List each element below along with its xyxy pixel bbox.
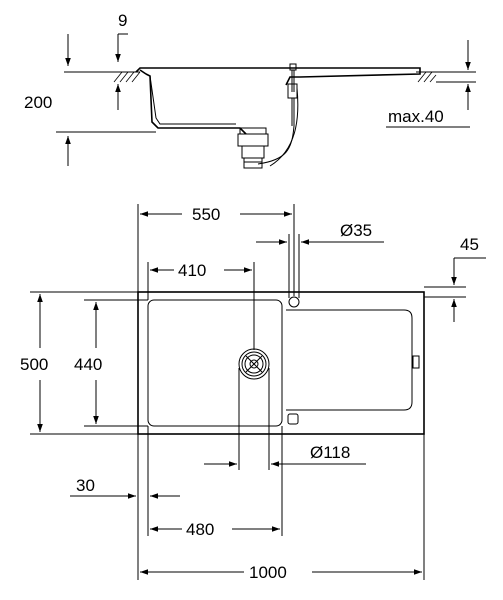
dim-waste-dia: Ø118 [310, 443, 350, 462]
dim-overall-width: 1000 [249, 563, 287, 582]
plan-view: 550 Ø35 45 410 500 440 [20, 204, 486, 582]
sink-outline [137, 291, 425, 435]
dim-max-counter: max.40 [388, 107, 444, 126]
waste-outlet [238, 348, 270, 380]
overflow [287, 413, 299, 425]
dim-tap-from-back: 45 [460, 235, 479, 254]
side-view: 9 200 max.40 [24, 11, 476, 169]
dim-bowl-centre: 550 [192, 205, 220, 224]
bowl-outline [147, 299, 283, 427]
dim-overall-depth: 500 [20, 355, 48, 374]
dim-rim-thickness: 9 [118, 11, 127, 30]
drainer-outline [286, 309, 413, 411]
dim-edge-offset: 30 [76, 476, 95, 495]
dim-tap-hole: Ø35 [340, 221, 372, 240]
dim-bowl-width: 480 [186, 520, 214, 539]
waste-fitting [237, 127, 269, 169]
dim-bowl-width-inner: 410 [178, 261, 206, 280]
dim-bowl-depth-inner: 440 [74, 355, 102, 374]
tap-hole [288, 296, 300, 308]
counter-hatch-left [112, 71, 141, 83]
dim-bowl-depth: 200 [24, 93, 52, 112]
tap-fitting [257, 63, 299, 167]
